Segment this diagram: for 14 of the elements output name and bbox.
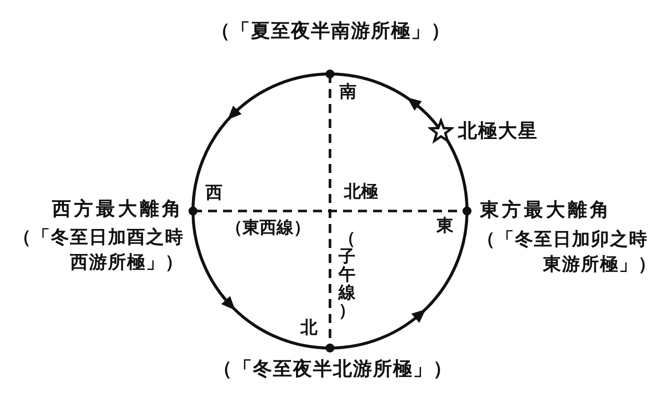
- line-label: （東西線）: [226, 219, 310, 239]
- elongation-label: 東方最大離角: [480, 200, 612, 222]
- direction-label: 東: [436, 217, 454, 237]
- pole-label: 北極: [344, 183, 378, 203]
- direction-label: 北: [300, 319, 318, 339]
- direction-label: 西: [206, 184, 222, 204]
- elongation-label: 西方最大離角: [52, 199, 184, 221]
- direction-label: 南: [340, 83, 356, 103]
- position-note: （「冬至日加酉之時西游所極」）: [12, 226, 184, 275]
- position-note: （「夏至夜半南游所極」）: [211, 21, 451, 43]
- position-note: （「冬至日加卯之時東游所極」）: [477, 228, 657, 277]
- position-note: （「冬至夜半北游所極」）: [213, 359, 453, 381]
- line-label: （子午線）: [338, 230, 356, 320]
- star-label: 北極大星: [458, 121, 538, 143]
